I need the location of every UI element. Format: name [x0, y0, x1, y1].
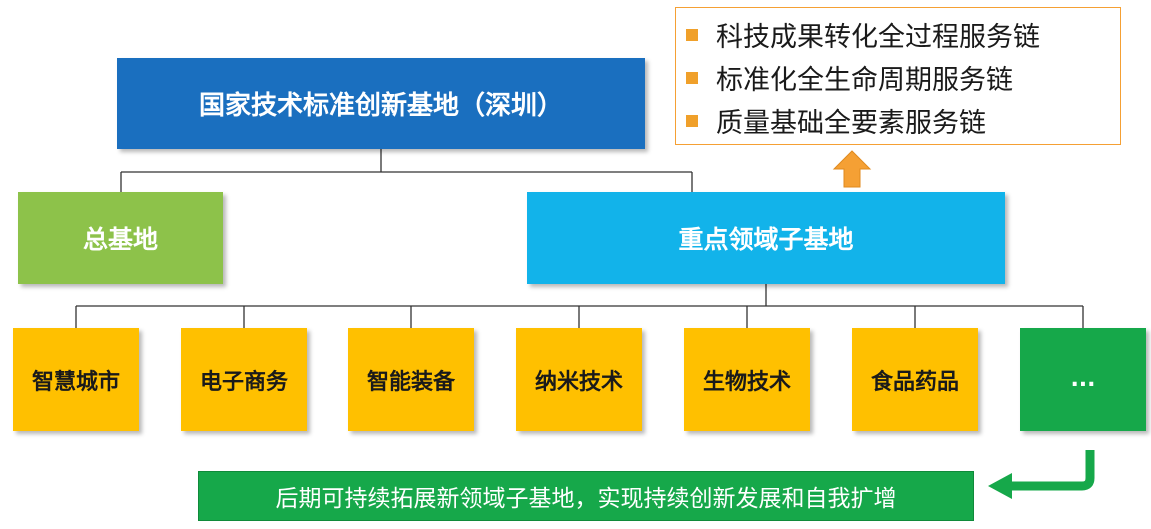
- footer-note-text: 后期可持续拓展新领域子基地，实现持续创新发展和自我扩增: [275, 486, 897, 512]
- sub-base-smart-city: 智慧城市: [13, 328, 139, 431]
- service-chain-label: 质量基础全要素服务链: [716, 108, 986, 139]
- service-chain-item: 科技成果转化全过程服务链: [686, 13, 1110, 56]
- service-chain-label: 科技成果转化全过程服务链: [716, 22, 1040, 53]
- service-chain-item: 标准化全生命周期服务链: [686, 56, 1110, 99]
- up-arrow-icon: [832, 150, 872, 188]
- sub-base-nanotech: 纳米技术: [516, 328, 642, 431]
- sub-base-label: 纳米技术: [534, 369, 623, 395]
- bent-arrow-head: [988, 473, 1012, 499]
- key-field-base-node: 重点领域子基地: [527, 192, 1005, 284]
- sub-base-label: 电子商务: [199, 369, 288, 395]
- main-base-node: 总基地: [18, 192, 223, 284]
- sub-base-food-drug: 食品药品: [852, 328, 978, 431]
- footer-note: 后期可持续拓展新领域子基地，实现持续创新发展和自我扩增: [198, 471, 974, 521]
- top-node-label: 国家技术标准创新基地（深圳）: [198, 91, 563, 121]
- service-chain-item: 质量基础全要素服务链: [686, 99, 1110, 142]
- sub-base-more: ...: [1020, 328, 1146, 431]
- sub-base-label: 食品药品: [870, 369, 959, 395]
- service-chain-list: 科技成果转化全过程服务链 标准化全生命周期服务链 质量基础全要素服务链: [675, 7, 1121, 145]
- sub-base-e-commerce: 电子商务: [181, 328, 307, 431]
- top-node-innovation-base: 国家技术标准创新基地（深圳）: [117, 58, 645, 149]
- bent-arrow-icon: [1010, 450, 1095, 491]
- sub-base-biotech: 生物技术: [684, 328, 810, 431]
- sub-base-label: 智慧城市: [31, 369, 120, 395]
- square-bullet-icon: [686, 28, 698, 41]
- sub-base-smart-equipment: 智能装备: [348, 328, 474, 431]
- sub-base-label: 生物技术: [702, 369, 791, 395]
- sub-base-more-label: ...: [1070, 367, 1096, 392]
- main-base-label: 总基地: [82, 225, 158, 254]
- square-bullet-icon: [686, 71, 698, 84]
- service-chain-label: 标准化全生命周期服务链: [716, 65, 1013, 96]
- key-field-base-label: 重点领域子基地: [678, 225, 854, 254]
- square-bullet-icon: [686, 114, 698, 127]
- sub-base-label: 智能装备: [366, 369, 455, 395]
